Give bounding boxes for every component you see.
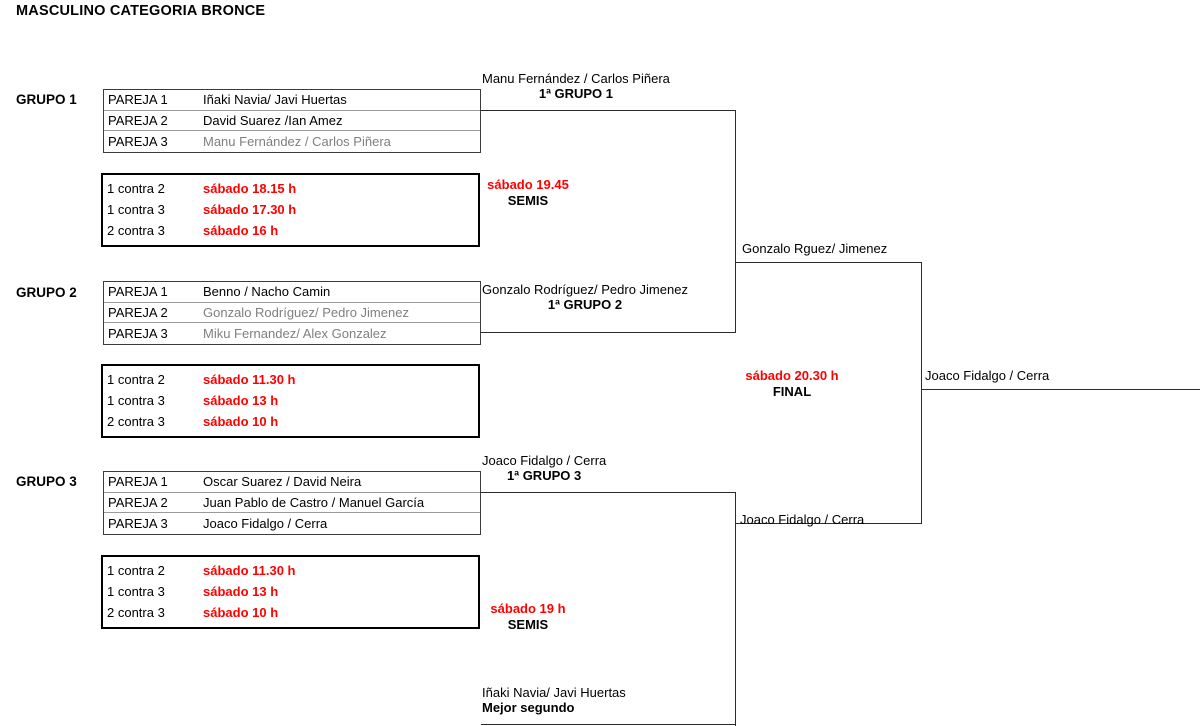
qualifier-name: Gonzalo Rodríguez/ Pedro Jimenez xyxy=(482,282,688,297)
schedule-time: sábado 13 h xyxy=(203,584,279,599)
schedule-key: 1 contra 2 xyxy=(107,563,165,578)
table-row: PAREJA 1 Oscar Suarez / David Neira xyxy=(104,472,480,493)
table-row: PAREJA 1 Iñaki Navia/ Javi Huertas xyxy=(104,90,480,111)
group-label-3: GRUPO 3 xyxy=(16,474,77,489)
table-row: PAREJA 1 Benno / Nacho Camin xyxy=(104,282,480,303)
bracket-line-semi-top-join xyxy=(735,110,736,333)
pair-value: Joaco Fidalgo / Cerra xyxy=(203,515,328,531)
round-time: sábado 20.30 h xyxy=(745,368,839,383)
pair-value: Miku Fernandez/ Alex Gonzalez xyxy=(203,325,387,341)
schedule-row: 2 contra 3 sábado 10 h xyxy=(103,602,478,623)
round-label-semis-bottom: sábado 19 h SEMIS xyxy=(482,601,574,634)
bracket-line-semi-top-in-1 xyxy=(481,110,736,111)
schedule-time: sábado 10 h xyxy=(203,414,279,429)
round-name: FINAL xyxy=(772,384,812,400)
qualifier-group-1: Manu Fernández / Carlos Piñera 1ª GRUPO … xyxy=(482,71,670,102)
pair-key: PAREJA 1 xyxy=(108,474,168,490)
table-row: PAREJA 2 David Suarez /Ian Amez xyxy=(104,111,480,132)
pair-table-group-2: PAREJA 1 Benno / Nacho Camin PAREJA 2 Go… xyxy=(103,281,481,345)
pair-key: PAREJA 3 xyxy=(108,325,168,341)
schedule-key: 1 contra 3 xyxy=(107,202,165,217)
group-label-1: GRUPO 1 xyxy=(16,92,77,107)
wildcard-rank: Mejor segundo xyxy=(482,700,575,716)
pair-value: David Suarez /Ian Amez xyxy=(203,112,343,128)
pair-value: Manu Fernández / Carlos Piñera xyxy=(203,133,391,149)
schedule-time: sábado 16 h xyxy=(203,223,279,238)
qualifier-group-3: Joaco Fidalgo / Cerra 1ª GRUPO 3 xyxy=(482,453,606,484)
schedule-row: 1 contra 3 sábado 13 h xyxy=(103,581,478,602)
table-row: PAREJA 3 Miku Fernandez/ Alex Gonzalez xyxy=(104,323,480,344)
schedule-row: 1 contra 3 sábado 17.30 h xyxy=(103,199,478,220)
pair-key: PAREJA 2 xyxy=(108,494,168,510)
pair-table-group-3: PAREJA 1 Oscar Suarez / David Neira PARE… xyxy=(103,471,481,535)
schedule-row: 1 contra 2 sábado 11.30 h xyxy=(103,560,478,581)
bracket-line-final-out xyxy=(921,389,1200,390)
schedule-key: 2 contra 3 xyxy=(107,223,165,238)
bracket-line-semi-bottom-out xyxy=(735,523,922,524)
round-name: SEMIS xyxy=(507,617,549,633)
schedule-time: sábado 17.30 h xyxy=(203,202,297,217)
table-row: PAREJA 2 Gonzalo Rodríguez/ Pedro Jimene… xyxy=(104,303,480,324)
round-label-final: sábado 20.30 h FINAL xyxy=(740,368,844,401)
bracket-line-semi-top-in-2 xyxy=(481,332,736,333)
pair-key: PAREJA 2 xyxy=(108,112,168,128)
bracket-line-semi-bottom-in-1 xyxy=(481,492,736,493)
pair-key: PAREJA 3 xyxy=(108,515,168,531)
schedule-row: 1 contra 2 sábado 11.30 h xyxy=(103,369,478,390)
bracket-line-semi-top-out xyxy=(735,262,922,263)
schedule-key: 1 contra 2 xyxy=(107,372,165,387)
qualifier-name: Manu Fernández / Carlos Piñera xyxy=(482,71,670,86)
schedule-box-group-1: 1 contra 2 sábado 18.15 h 1 contra 3 sáb… xyxy=(101,173,480,247)
champion-name: Joaco Fidalgo / Cerra xyxy=(925,368,1050,383)
pair-value: Benno / Nacho Camin xyxy=(203,284,331,300)
pair-key: PAREJA 2 xyxy=(108,304,168,320)
qualifier-rank: 1ª GRUPO 2 xyxy=(547,297,623,313)
qualifier-rank: 1ª GRUPO 3 xyxy=(507,468,582,484)
round-time: sábado 19.45 xyxy=(487,177,569,192)
bracket-line-semi-bottom-join xyxy=(735,492,736,726)
schedule-row: 2 contra 3 sábado 16 h xyxy=(103,220,478,241)
pair-key: PAREJA 3 xyxy=(108,133,168,149)
qualifier-name: Joaco Fidalgo / Cerra xyxy=(482,453,607,468)
pair-value: Oscar Suarez / David Neira xyxy=(203,474,362,490)
round-name: SEMIS xyxy=(507,193,549,209)
schedule-row: 2 contra 3 sábado 10 h xyxy=(103,411,478,432)
wildcard-name: Iñaki Navia/ Javi Huertas xyxy=(482,685,626,700)
schedule-key: 1 contra 2 xyxy=(107,181,165,196)
schedule-time: sábado 11.30 h xyxy=(203,563,296,578)
round-label-semis-top: sábado 19.45 SEMIS xyxy=(482,177,574,210)
schedule-time: sábado 11.30 h xyxy=(203,372,296,387)
table-row: PAREJA 2 Juan Pablo de Castro / Manuel G… xyxy=(104,493,480,514)
schedule-row: 1 contra 3 sábado 13 h xyxy=(103,390,478,411)
group-label-2: GRUPO 2 xyxy=(16,285,77,300)
schedule-time: sábado 10 h xyxy=(203,605,279,620)
wildcard-entry: Iñaki Navia/ Javi Huertas Mejor segundo xyxy=(482,685,626,716)
schedule-time: sábado 18.15 h xyxy=(203,181,297,196)
schedule-key: 1 contra 3 xyxy=(107,393,165,408)
pair-value: Juan Pablo de Castro / Manuel García xyxy=(203,494,425,510)
qualifier-rank: 1ª GRUPO 1 xyxy=(538,86,614,102)
pair-value: Gonzalo Rodríguez/ Pedro Jimenez xyxy=(203,304,409,320)
schedule-box-group-2: 1 contra 2 sábado 11.30 h 1 contra 3 sáb… xyxy=(101,364,480,438)
semi-top-winner: Gonzalo Rguez/ Jimenez xyxy=(742,241,888,256)
pair-key: PAREJA 1 xyxy=(108,284,168,300)
schedule-box-group-3: 1 contra 2 sábado 11.30 h 1 contra 3 sáb… xyxy=(101,555,480,629)
bracket-line-semi-bottom-in-2 xyxy=(481,724,736,725)
round-time: sábado 19 h xyxy=(490,601,566,616)
qualifier-group-2: Gonzalo Rodríguez/ Pedro Jimenez 1ª GRUP… xyxy=(482,282,688,313)
schedule-key: 2 contra 3 xyxy=(107,605,165,620)
bracket-line-final-join xyxy=(921,262,922,524)
schedule-row: 1 contra 2 sábado 18.15 h xyxy=(103,178,478,199)
table-row: PAREJA 3 Joaco Fidalgo / Cerra xyxy=(104,513,480,534)
pair-value: Iñaki Navia/ Javi Huertas xyxy=(203,92,347,108)
pair-key: PAREJA 1 xyxy=(108,92,168,108)
table-row: PAREJA 3 Manu Fernández / Carlos Piñera xyxy=(104,131,480,152)
schedule-time: sábado 13 h xyxy=(203,393,279,408)
pair-table-group-1: PAREJA 1 Iñaki Navia/ Javi Huertas PAREJ… xyxy=(103,89,481,153)
semi-bottom-winner: Joaco Fidalgo / Cerra xyxy=(740,512,865,527)
schedule-key: 2 contra 3 xyxy=(107,414,165,429)
page-title: MASCULINO CATEGORIA BRONCE xyxy=(16,3,266,19)
schedule-key: 1 contra 3 xyxy=(107,584,165,599)
